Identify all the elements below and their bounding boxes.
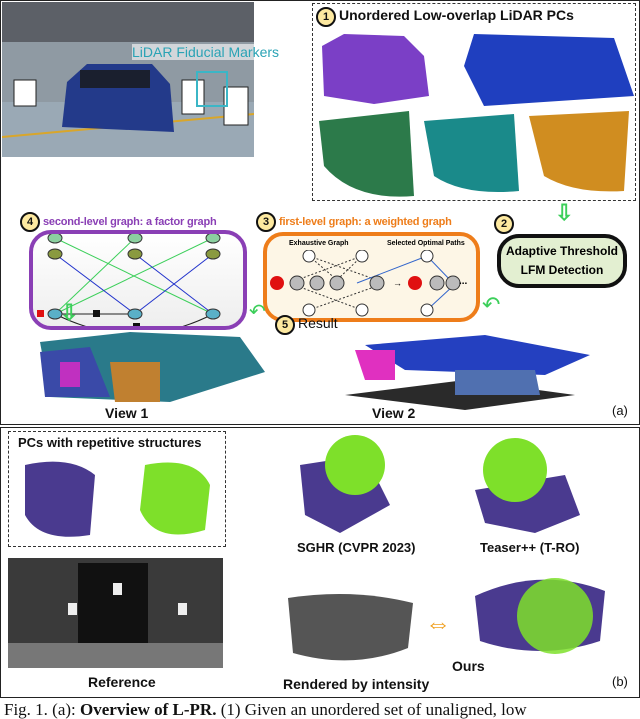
intensity-render <box>288 594 413 661</box>
arrow-down-icon: ⇩ <box>60 300 79 325</box>
step2-number: 2 <box>494 214 514 234</box>
weighted-graph: → <box>270 250 461 317</box>
result-view-1 <box>40 332 265 402</box>
step2-number-wrap: 2 <box>494 214 517 234</box>
arrow-down-icon: ⇩ <box>555 200 574 225</box>
step3-number: 3 <box>256 212 276 232</box>
repetitive-box <box>8 431 226 547</box>
step1-number: 1 <box>316 7 336 27</box>
garage-photo <box>2 2 254 157</box>
teaser-label: Teaser++ (T-RO) <box>480 540 580 555</box>
step4-number: 4 <box>20 212 40 232</box>
weighted-graph-box: Exhaustive Graph Selected Optimal Paths … <box>263 232 480 322</box>
optimal-paths-title: Selected Optimal Paths <box>387 240 465 247</box>
graph-ellipsis: ... <box>459 276 468 287</box>
step5-number: 5 <box>275 315 295 335</box>
ours-label: Ours <box>452 658 485 674</box>
factor-graph-box <box>29 230 247 335</box>
step4-label: second-level graph: a factor graph <box>43 216 217 228</box>
caption-bold: Overview of L-PR. <box>80 700 217 719</box>
rendered-label: Rendered by intensity <box>283 676 430 692</box>
reference-label: Reference <box>88 674 156 690</box>
lfm-detection-box: Adaptive Threshold LFM Detection <box>497 234 627 288</box>
double-arrow-icon: ⇔ <box>425 608 451 638</box>
sghr-result <box>300 435 390 533</box>
svg-text:→: → <box>393 278 402 288</box>
panel-b-tag: (b) <box>612 674 628 689</box>
repetitive-label: PCs with repetitive structures <box>18 435 202 450</box>
figure-caption: Fig. 1. (a): Overview of L-PR. (1) Given… <box>4 700 527 719</box>
caption-rest: (1) Given an unordered set of unaligned,… <box>216 700 527 719</box>
view2-label: View 2 <box>372 405 416 421</box>
pcs-box <box>312 3 636 201</box>
reference-photo <box>8 558 223 668</box>
curved-arrow-icon: ↶ <box>249 301 266 323</box>
step2-line2: LFM Detection <box>520 263 604 277</box>
step1-label: Unordered Low-overlap LiDAR PCs <box>339 7 574 23</box>
caption-prefix: Fig. 1. (a): <box>4 700 81 719</box>
result-view-2 <box>345 335 590 410</box>
repetitive-pcs <box>25 461 210 537</box>
factor-graph <box>37 232 221 335</box>
ours-result <box>475 578 605 654</box>
point-clouds <box>319 34 634 197</box>
exhaustive-graph-title: Exhaustive Graph <box>289 240 349 247</box>
step3-label: first-level graph: a weighted graph <box>279 216 452 228</box>
curved-arrow-icon: ↶ <box>482 292 501 317</box>
teaser-result <box>475 438 580 533</box>
sghr-label: SGHR (CVPR 2023) <box>297 540 416 555</box>
view1-label: View 1 <box>105 405 149 421</box>
fiducial-markers-label: LiDAR Fiducial Markers <box>132 44 280 60</box>
step5-label: Result <box>298 315 338 331</box>
panel-a-tag: (a) <box>612 403 628 418</box>
step2-line1: Adaptive Threshold <box>505 244 618 258</box>
